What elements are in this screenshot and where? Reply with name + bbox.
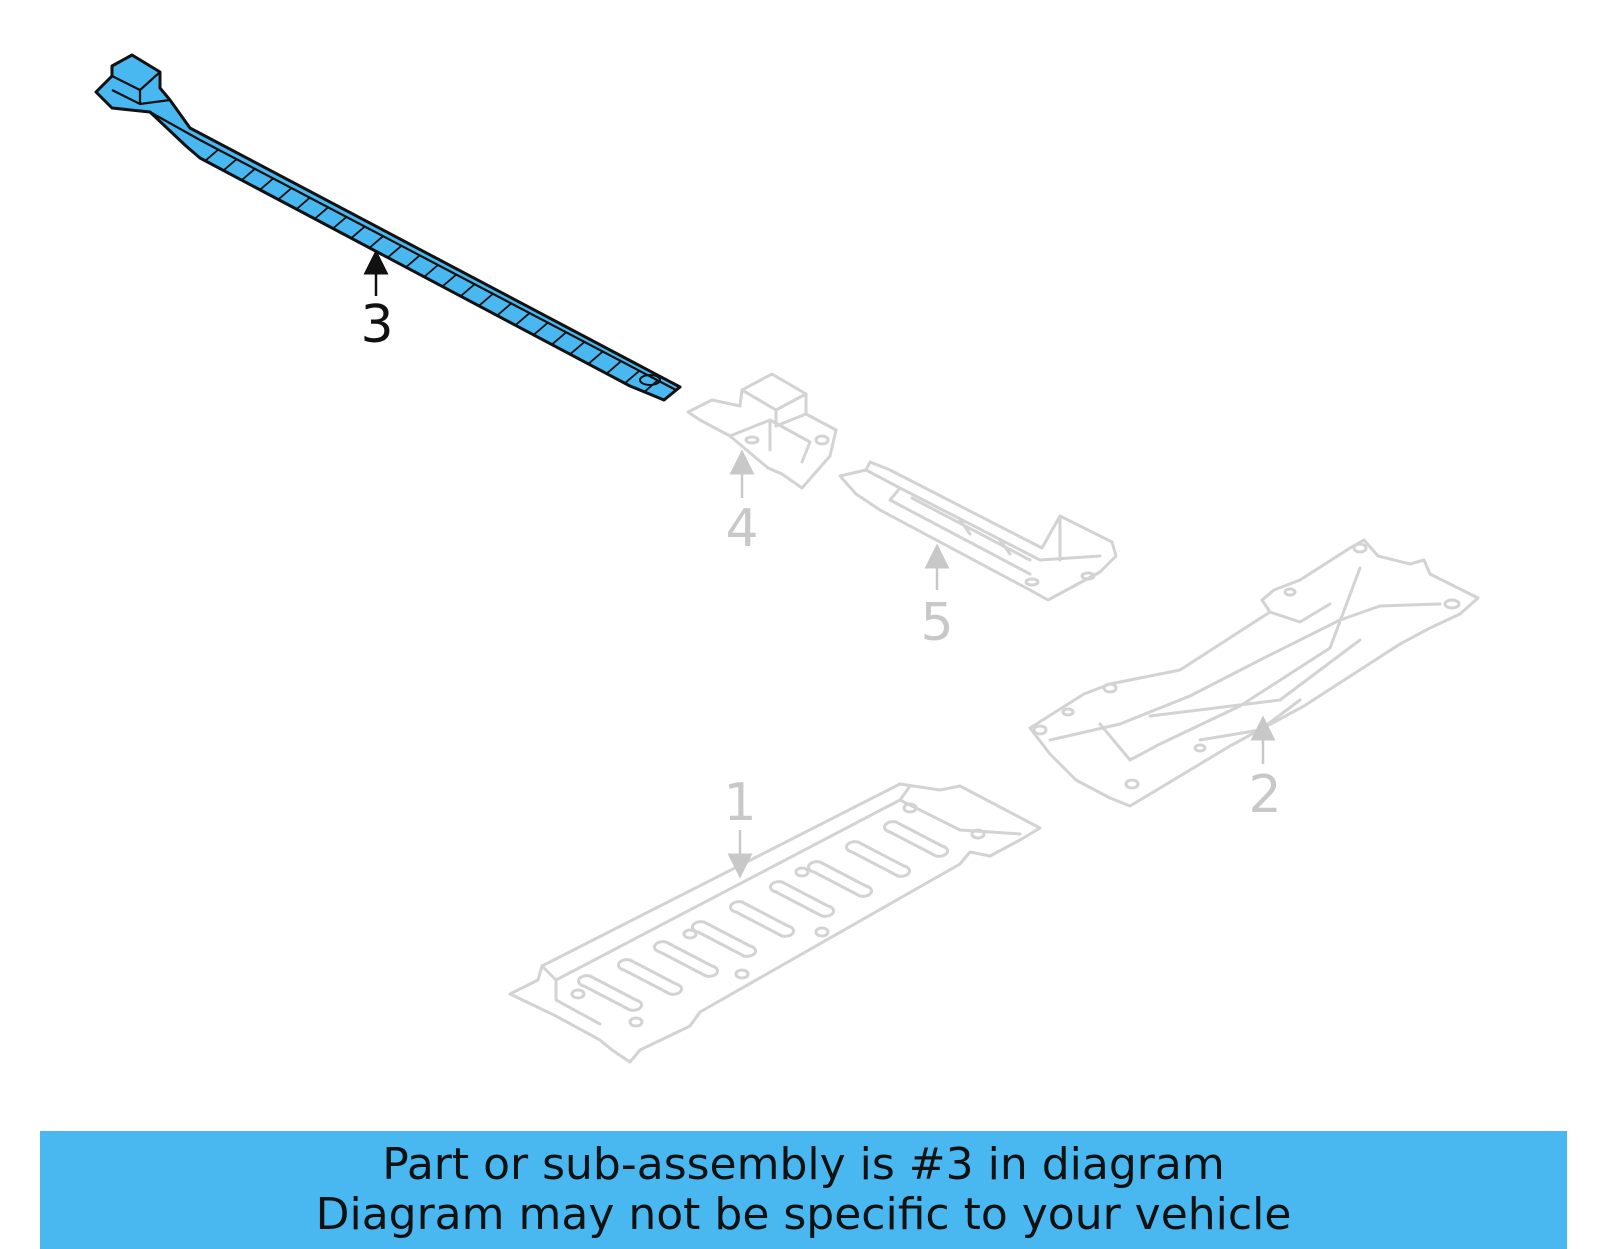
callout-2-label: 2 xyxy=(1248,765,1281,825)
callout-3-label[interactable]: 3 xyxy=(360,295,393,355)
info-banner: Part or sub-assembly is #3 in diagram Di… xyxy=(40,1131,1567,1249)
callout-1-label: 1 xyxy=(723,773,756,833)
part-2-shape xyxy=(1028,538,1480,808)
banner-line-1: Part or sub-assembly is #3 in diagram xyxy=(382,1139,1225,1190)
part-5-shape xyxy=(838,460,1118,602)
part-4-shape xyxy=(686,372,838,490)
part-1-shape xyxy=(508,782,1042,1064)
callout-5-label: 5 xyxy=(920,593,953,653)
banner-line-2: Diagram may not be specific to your vehi… xyxy=(315,1189,1292,1240)
part-3-shape[interactable] xyxy=(94,53,682,402)
parts-diagram: 3 4 5 2 1 xyxy=(94,53,1480,1064)
callout-4-label: 4 xyxy=(725,499,758,559)
